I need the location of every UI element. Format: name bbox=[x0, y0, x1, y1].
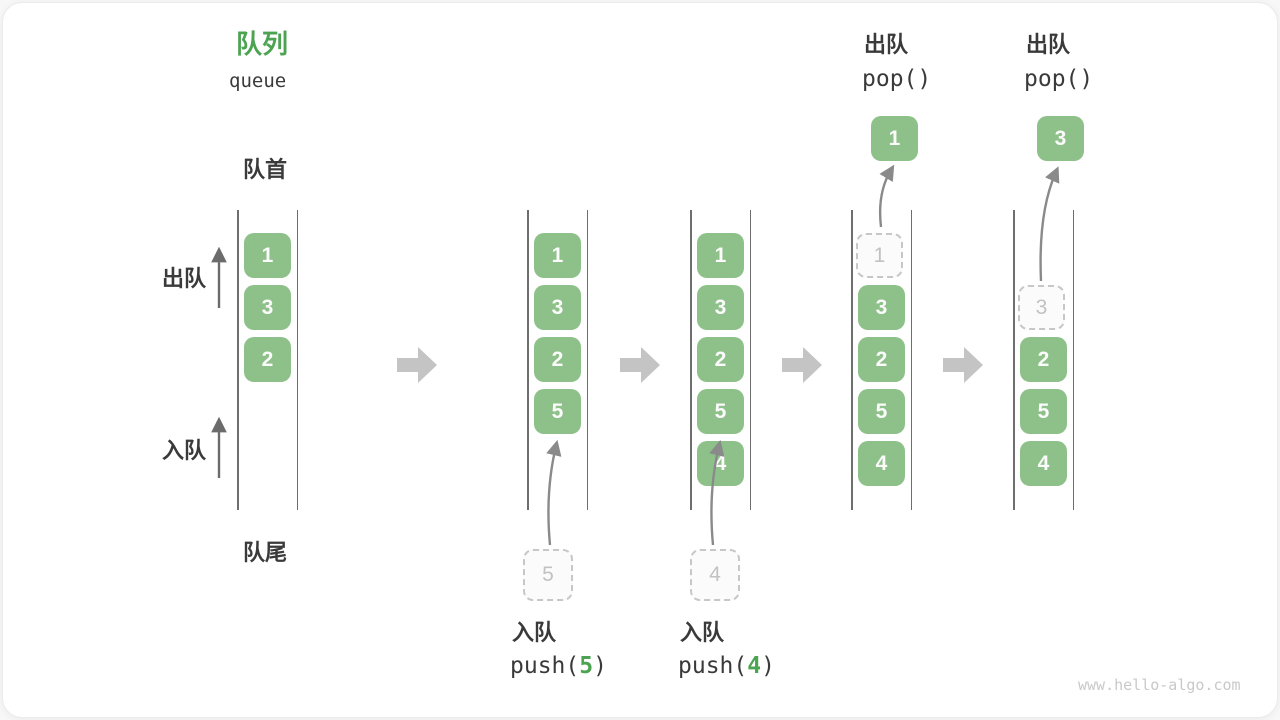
popped-item-box: 3 bbox=[1037, 116, 1084, 161]
queue-item-box: 5 bbox=[858, 389, 905, 434]
queue-item-box: 5 bbox=[534, 389, 581, 434]
queue-item-box: 3 bbox=[858, 285, 905, 330]
queue-wall-right bbox=[749, 210, 751, 510]
queue-wall-left bbox=[1013, 210, 1015, 510]
pop-call-code: pop() bbox=[862, 66, 932, 92]
queue-wall-right bbox=[910, 210, 912, 510]
queue-wall-right bbox=[296, 210, 298, 510]
queue-item-box: 1 bbox=[244, 233, 291, 278]
queue-item-box: 5 bbox=[1020, 389, 1067, 434]
queue-front-label: 队首 bbox=[243, 157, 288, 182]
queue-item-box: 3 bbox=[534, 285, 581, 330]
push-arg-text: 4 bbox=[747, 653, 762, 679]
removed-item-placeholder-box: 1 bbox=[856, 233, 903, 278]
queue-item-box: 4 bbox=[1020, 441, 1067, 486]
popped-item-box: 1 bbox=[871, 116, 918, 161]
push-call-code: push(4) bbox=[678, 653, 775, 679]
queue-item-box: 1 bbox=[697, 233, 744, 278]
queue-wall-left bbox=[851, 210, 853, 510]
queue-item-box: 5 bbox=[697, 389, 744, 434]
removed-item-placeholder-box: 3 bbox=[1018, 285, 1065, 330]
staged-item-box: 5 bbox=[523, 549, 573, 601]
queue-state-5: 3 2 5 4 bbox=[1013, 0, 1074, 720]
queue-state-4: 1 3 2 5 4 bbox=[851, 0, 912, 720]
queue-wall-left bbox=[527, 210, 529, 510]
queue-item-box: 2 bbox=[697, 337, 744, 382]
enqueue-label: 入队 bbox=[162, 438, 207, 463]
push-operation-label: 入队 bbox=[512, 620, 557, 645]
push-close-text: ) bbox=[593, 653, 607, 679]
page-title: 队列 bbox=[236, 29, 289, 59]
queue-state-1: 1 3 2 bbox=[237, 0, 298, 720]
queue-wall-right bbox=[586, 210, 588, 510]
push-operation-label: 入队 bbox=[680, 620, 725, 645]
queue-state-2: 1 3 2 5 bbox=[527, 0, 588, 720]
page-subtitle: queue bbox=[229, 70, 287, 92]
push-fn-text: push( bbox=[510, 653, 580, 679]
queue-rear-label: 队尾 bbox=[243, 540, 288, 565]
dequeue-label: 出队 bbox=[162, 266, 207, 291]
queue-item-box: 3 bbox=[244, 285, 291, 330]
queue-item-box: 2 bbox=[1020, 337, 1067, 382]
pop-operation-label: 出队 bbox=[1026, 32, 1071, 57]
queue-item-box: 4 bbox=[858, 441, 905, 486]
queue-wall-left bbox=[690, 210, 692, 510]
push-close-text: ) bbox=[761, 653, 775, 679]
push-call-code: push(5) bbox=[510, 653, 607, 679]
queue-wall-left bbox=[237, 210, 239, 510]
queue-state-3: 1 3 2 5 4 bbox=[690, 0, 751, 720]
pop-operation-label: 出队 bbox=[864, 32, 909, 57]
queue-item-box: 2 bbox=[534, 337, 581, 382]
push-fn-text: push( bbox=[678, 653, 748, 679]
pop-call-code: pop() bbox=[1024, 66, 1094, 92]
queue-item-box: 3 bbox=[697, 285, 744, 330]
push-arg-text: 5 bbox=[579, 653, 594, 679]
queue-wall-right bbox=[1072, 210, 1074, 510]
queue-item-box: 4 bbox=[697, 441, 744, 486]
queue-item-box: 1 bbox=[534, 233, 581, 278]
queue-item-box: 2 bbox=[858, 337, 905, 382]
queue-item-box: 2 bbox=[244, 337, 291, 382]
watermark: www.hello-algo.com bbox=[1078, 676, 1241, 694]
staged-item-box: 4 bbox=[690, 549, 740, 601]
